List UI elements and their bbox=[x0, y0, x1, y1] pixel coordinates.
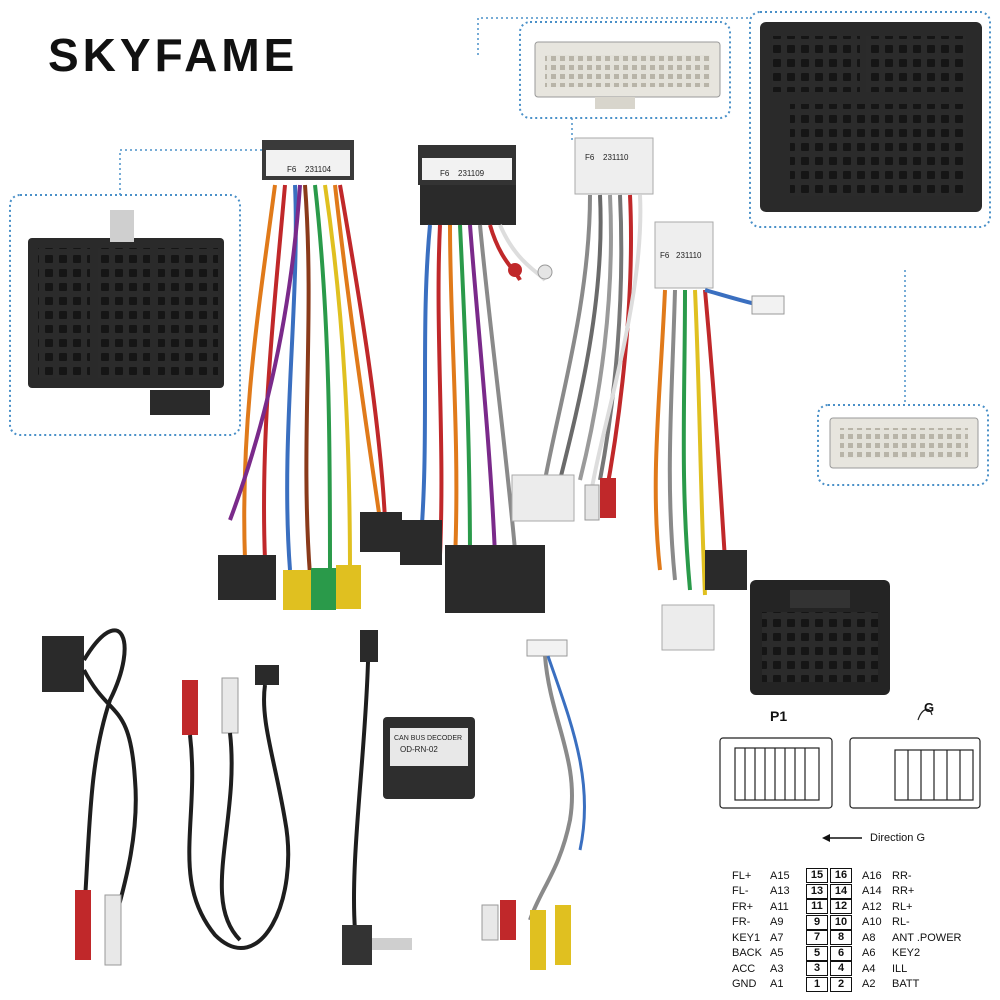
pin-left-name: FR- bbox=[732, 916, 751, 929]
direction-arrow-icon bbox=[822, 834, 862, 842]
pin-left-number: 5 bbox=[806, 945, 828, 961]
harness1-tag-code: F6 bbox=[287, 165, 297, 174]
harness-3 bbox=[511, 137, 654, 522]
pin-right-code: A14 bbox=[862, 885, 882, 898]
decoder-line1: CAN BUS DECODER bbox=[394, 735, 462, 742]
pin-right-name: ILL bbox=[892, 962, 908, 975]
pin-left-name: BACK bbox=[732, 947, 762, 960]
pin-right-code: A6 bbox=[862, 947, 876, 960]
car-side-connector-callout bbox=[749, 11, 991, 228]
pin-right-name: RR- bbox=[892, 869, 912, 882]
pin-left-number: 13 bbox=[806, 883, 828, 899]
pin-left-number: 3 bbox=[806, 961, 828, 977]
pin-left-number: 9 bbox=[806, 914, 828, 930]
oem-white-connector-callout bbox=[519, 21, 731, 119]
pin-left-code: A1 bbox=[770, 978, 784, 991]
harness-1 bbox=[218, 140, 402, 610]
p1-label: P1 bbox=[770, 708, 788, 724]
pin-right-name: RL+ bbox=[892, 900, 913, 913]
iso-16pin-connector bbox=[750, 580, 890, 695]
pin-right-number: 8 bbox=[830, 930, 852, 946]
pin-left-name: ACC bbox=[732, 962, 756, 975]
rca-aux-cable bbox=[182, 665, 291, 950]
canbus-decoder bbox=[383, 717, 475, 799]
pin-left-code: A5 bbox=[770, 947, 784, 960]
brand-logo: SKYFAME bbox=[48, 29, 299, 81]
pin-right-name: KEY2 bbox=[892, 947, 921, 960]
harness1-tag-date: 231104 bbox=[305, 165, 332, 174]
pin-left-code: A3 bbox=[770, 962, 784, 975]
pin-right-code: A16 bbox=[862, 869, 882, 882]
direction-label: Direction G bbox=[870, 832, 926, 844]
decoder-line2: OD-RN-02 bbox=[400, 745, 438, 754]
pin-left-name: FL- bbox=[732, 885, 749, 898]
can-cable bbox=[42, 628, 138, 966]
pin-right-name: RL- bbox=[892, 916, 910, 929]
harness2-tag-code: F6 bbox=[440, 169, 450, 178]
connector-line-diagram bbox=[719, 708, 981, 809]
pin-left-code: A15 bbox=[770, 869, 790, 882]
harness-2 bbox=[400, 145, 553, 613]
pin-left-number: 1 bbox=[806, 976, 828, 992]
pin-left-number: 7 bbox=[806, 930, 828, 946]
harness4-tag-date: 231110 bbox=[676, 251, 702, 260]
pin-left-code: A13 bbox=[770, 885, 790, 898]
pin-left-number: 11 bbox=[806, 899, 828, 915]
antenna-adapter bbox=[342, 630, 412, 965]
harness4-tag-code: F6 bbox=[660, 251, 670, 260]
pin-right-number: 10 bbox=[830, 914, 852, 930]
pin-left-name: GND bbox=[732, 978, 757, 991]
pin-left-name: KEY1 bbox=[732, 931, 761, 944]
pin-right-code: A4 bbox=[862, 962, 876, 975]
pin-right-number: 2 bbox=[830, 976, 852, 992]
iso-connector-callout bbox=[9, 194, 241, 436]
g-label: G bbox=[924, 700, 935, 715]
harness3-tag-date: 231110 bbox=[603, 153, 629, 162]
harness2-tag-date: 231109 bbox=[458, 169, 485, 178]
pin-right-name: BATT bbox=[892, 978, 920, 991]
pin-left-name: FL+ bbox=[732, 869, 752, 882]
callout-lines bbox=[119, 17, 906, 405]
pin-right-number: 16 bbox=[830, 868, 852, 884]
pin-right-code: A12 bbox=[862, 900, 882, 913]
pin-right-code: A2 bbox=[862, 978, 876, 991]
pin-right-code: A8 bbox=[862, 931, 876, 944]
rca-output-cable bbox=[481, 639, 587, 970]
pin-left-name: FR+ bbox=[732, 900, 754, 913]
pin-right-name: RR+ bbox=[892, 885, 915, 898]
pin-right-number: 12 bbox=[830, 899, 852, 915]
pin-right-number: 4 bbox=[830, 961, 852, 977]
pin-right-code: A10 bbox=[862, 916, 882, 929]
harness3-tag-code: F6 bbox=[585, 153, 595, 162]
pin-left-code: A11 bbox=[770, 900, 789, 913]
white-connector-right-callout bbox=[817, 404, 989, 486]
pin-right-number: 6 bbox=[830, 945, 852, 961]
pin-right-number: 14 bbox=[830, 883, 852, 899]
pin-right-name: ANT .POWER bbox=[892, 931, 962, 944]
pin-left-code: A9 bbox=[770, 916, 784, 929]
pin-left-number: 15 bbox=[806, 868, 828, 884]
pin-left-code: A7 bbox=[770, 931, 784, 944]
harness-4 bbox=[653, 221, 785, 651]
